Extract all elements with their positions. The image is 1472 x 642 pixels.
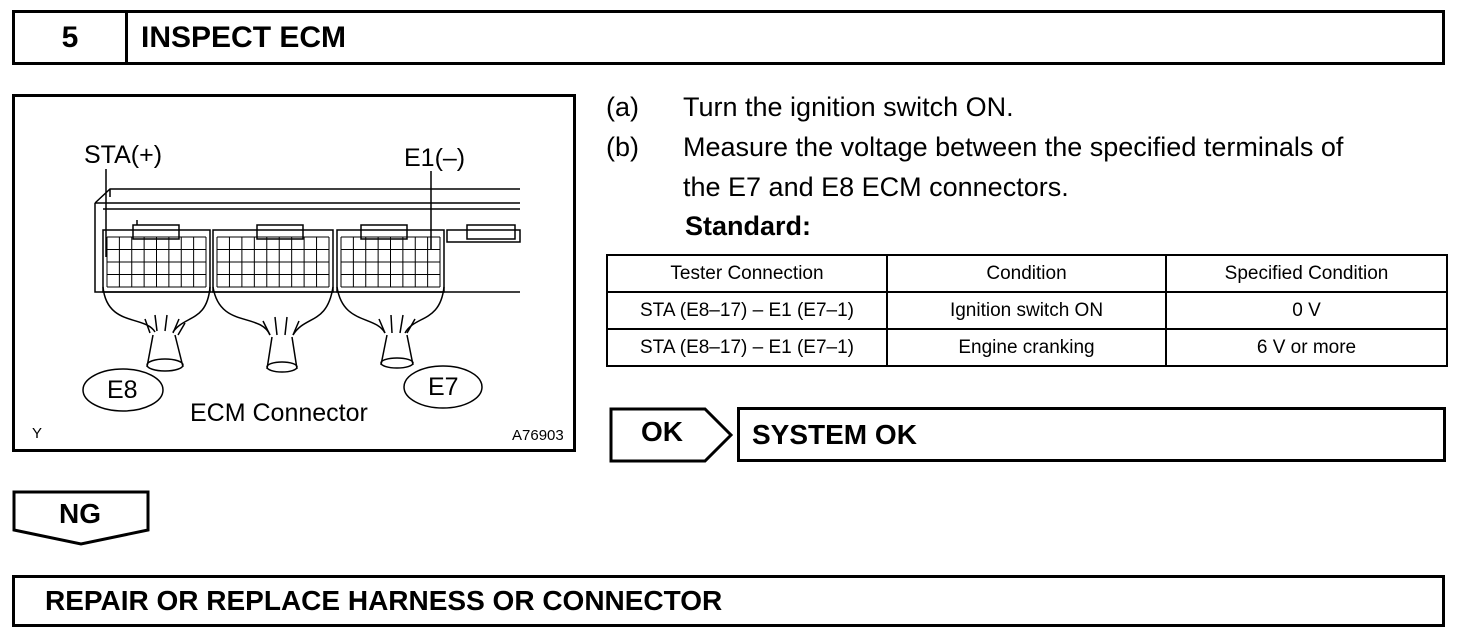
e8-connector-label: E8: [107, 376, 138, 404]
step-title: INSPECT ECM: [141, 20, 347, 54]
figure-code: A76903: [512, 427, 564, 444]
table-cell: 0 V: [1165, 291, 1448, 330]
ok-result-box: SYSTEM OK: [737, 407, 1446, 462]
table-cell: Engine cranking: [886, 328, 1167, 367]
column-header: Condition: [886, 254, 1167, 293]
ok-arrow-tag: [609, 407, 734, 463]
table-cell: STA (E8–17) – E1 (E7–1): [606, 328, 888, 367]
instruction-a-text: Turn the ignition switch ON.: [683, 92, 1014, 122]
table-cell: 6 V or more: [1165, 328, 1448, 367]
ecm-connector-figure: STA(+) E1(–) E8 E7 ECM Connector Y A7690…: [12, 94, 576, 452]
standard-label: Standard:: [685, 211, 812, 241]
table-cell: STA (E8–17) – E1 (E7–1): [606, 291, 888, 330]
instruction-b-text: Measure the voltage between the specifie…: [683, 132, 1344, 162]
step-header: 5 INSPECT ECM: [12, 10, 1445, 65]
table-row: STA (E8–17) – E1 (E7–1) Engine cranking …: [606, 328, 1448, 367]
step-number: 5: [15, 13, 128, 62]
sta-plus-label: STA(+): [84, 141, 163, 169]
instruction-a-label: (a): [606, 92, 639, 122]
instruction-b-text-line2: the E7 and E8 ECM connectors.: [683, 172, 1069, 202]
e1-minus-label: E1(–): [404, 144, 466, 172]
table-header-row: Tester Connection Condition Specified Co…: [606, 254, 1448, 293]
column-header: Specified Condition: [1165, 254, 1448, 293]
e7-connector-label: E7: [428, 373, 459, 401]
column-header: Tester Connection: [606, 254, 888, 293]
ecm-connector-diagram: [82, 169, 521, 412]
ng-result-box: REPAIR OR REPLACE HARNESS OR CONNECTOR: [12, 575, 1445, 627]
table-cell: Ignition switch ON: [886, 291, 1167, 330]
instruction-b-label: (b): [606, 132, 639, 162]
ok-tag-label: OK: [641, 416, 683, 447]
ecm-connector-caption: ECM Connector: [190, 399, 368, 427]
ng-arrow-tag: [12, 490, 150, 546]
figure-corner-mark: Y: [32, 425, 43, 442]
specification-table: Tester Connection Condition Specified Co…: [606, 254, 1448, 367]
ng-tag-label: NG: [59, 498, 101, 529]
table-row: STA (E8–17) – E1 (E7–1) Ignition switch …: [606, 291, 1448, 330]
